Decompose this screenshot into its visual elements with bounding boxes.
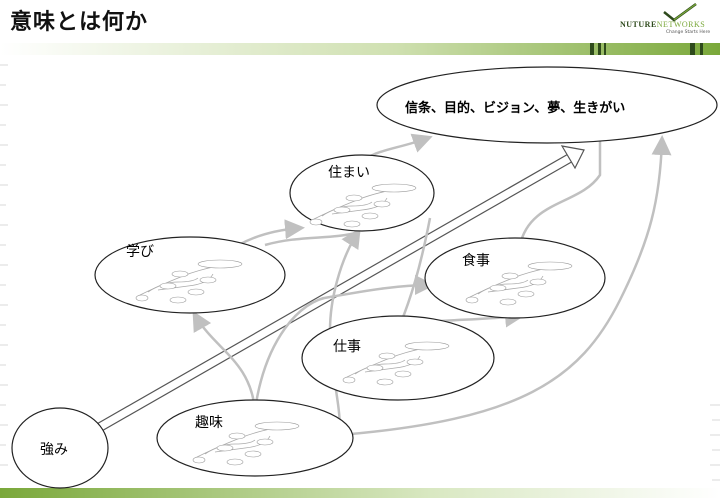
hobby-label: 趣味 bbox=[195, 415, 223, 431]
left-ruler bbox=[0, 64, 8, 466]
right-ruler bbox=[710, 404, 720, 481]
learning-ellipse bbox=[94, 236, 286, 314]
header-bar bbox=[0, 43, 720, 55]
food-label: 食事 bbox=[462, 253, 490, 269]
work-label: 仕事 bbox=[333, 339, 361, 355]
goal-ellipse bbox=[376, 66, 718, 144]
strength-label: 強み bbox=[40, 442, 68, 458]
hobby-ellipse bbox=[156, 399, 354, 477]
checkmark-leaf-icon bbox=[663, 2, 697, 22]
logo-brand: NUTURENETWORKS bbox=[620, 20, 706, 29]
goal-label: 信条、目的、ビジョン、夢、生きがい bbox=[405, 101, 626, 116]
logo-tagline: Change Starts Here bbox=[666, 30, 711, 35]
home-ellipse bbox=[289, 154, 435, 232]
footer-bar bbox=[0, 488, 720, 498]
work-ellipse bbox=[301, 315, 495, 401]
strength-ellipse bbox=[11, 407, 109, 489]
page-title: 意味とは何か bbox=[10, 10, 149, 35]
home-label: 住まい bbox=[328, 165, 370, 181]
learning-label: 学び bbox=[126, 244, 154, 260]
logo: NUTURENETWORKS Change Starts Here bbox=[620, 2, 716, 42]
